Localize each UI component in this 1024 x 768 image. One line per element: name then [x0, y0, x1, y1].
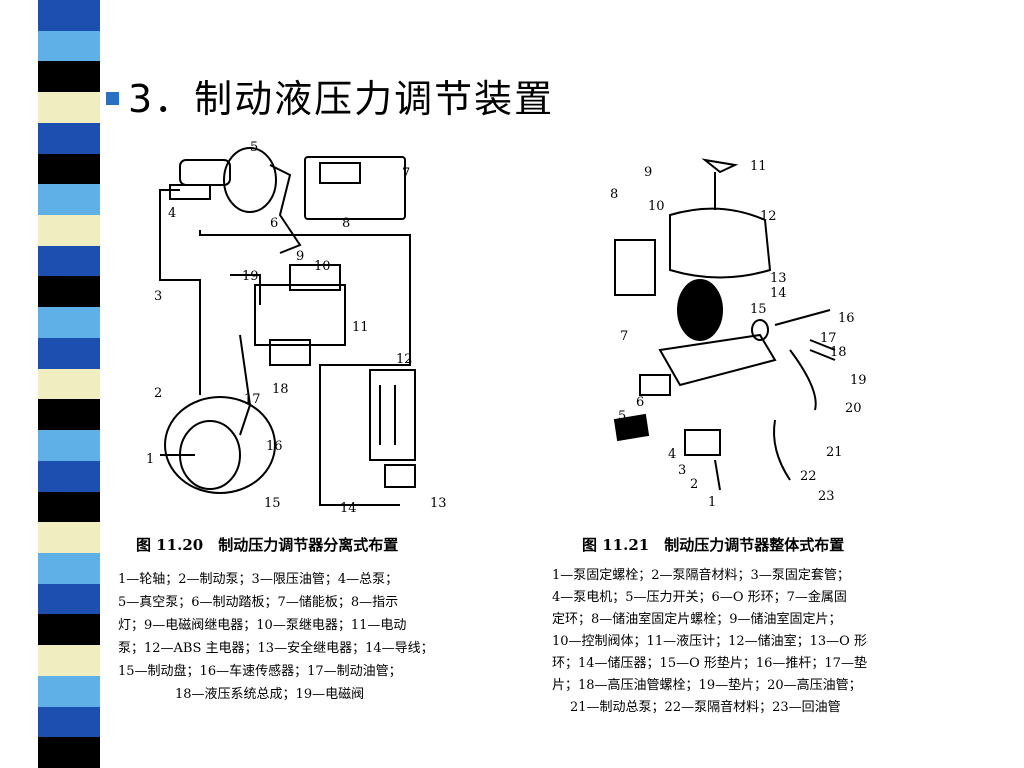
- stripe-segment: [38, 61, 100, 93]
- callout-label: 17: [244, 392, 261, 407]
- legend-line: 环；14—储压器；15—O 形垫片；16—推杆；17—垫: [552, 656, 867, 671]
- figure-caption-right: 图 11.21 制动压力调节器整体式布置: [582, 536, 845, 554]
- stripe-segment: [38, 276, 100, 308]
- callout-label: 4: [168, 206, 176, 221]
- callout-label: 11: [352, 320, 369, 335]
- callout-label: 22: [800, 469, 817, 484]
- bullet-icon: [106, 92, 119, 105]
- callout-label: 14: [340, 501, 357, 515]
- callout-label: 3: [154, 289, 162, 304]
- stripe-segment: [38, 645, 100, 677]
- stripe-segment: [38, 706, 100, 738]
- stripe-segment: [38, 122, 100, 154]
- stripe-segment: [38, 430, 100, 462]
- legend-line: 5—真空泵；6—制动踏板；7—储能板；8—指示: [118, 595, 399, 610]
- figure-caption-left: 图 11.20 制动压力调节器分离式布置: [136, 536, 399, 554]
- legend-line: 4—泵电机；5—压力开关；6—O 形环；7—金属固: [552, 590, 847, 605]
- legend-line: 21—制动总泵；22—泵隔音材料；23—回油管: [570, 700, 841, 715]
- callout-label: 6: [270, 216, 278, 231]
- legend-line: 18—液压系统总成；19—电磁阀: [175, 687, 365, 702]
- callout-label: 12: [760, 209, 777, 224]
- callout-label: 16: [838, 311, 855, 326]
- figure-panel: 5 7 4 6 8 9 10 19 3 11 12 18 2 17 16 1 1…: [100, 130, 1024, 724]
- brake-split-layout-diagram: 5 7 4 6 8 9 10 19 3 11 12 18 2 17 16 1 1…: [146, 140, 447, 515]
- callout-label: 18: [830, 345, 847, 360]
- stripe-segment: [38, 460, 100, 492]
- callout-label: 1: [708, 495, 716, 510]
- legend-line: 灯；9—电磁阀继电器；10—泵继电器；11—电动: [118, 618, 407, 633]
- stripe-segment: [38, 399, 100, 431]
- stripe-segment: [38, 552, 100, 584]
- callout-label: 8: [342, 216, 350, 231]
- decorative-stripe: [38, 0, 100, 768]
- callout-label: 14: [770, 286, 787, 301]
- callout-label: 10: [648, 199, 665, 214]
- callout-label: 5: [618, 409, 626, 424]
- callout-label: 12: [396, 352, 413, 367]
- callout-label: 9: [644, 165, 652, 180]
- callout-label: 19: [242, 269, 259, 284]
- legend-line: 10—控制阀体；11—液压计；12—储油室；13—O 形: [552, 634, 867, 649]
- stripe-segment: [38, 522, 100, 554]
- legend-line: 片；18—高压油管螺栓；19—垫片；20—高压油管；: [552, 678, 862, 693]
- callout-label: 11: [750, 159, 767, 174]
- callout-label: 13: [430, 496, 447, 511]
- slide-title: 3．制动液压力调节装置: [128, 77, 555, 121]
- stripe-segment: [38, 583, 100, 615]
- callout-label: 21: [826, 445, 843, 460]
- stripe-segment: [38, 614, 100, 646]
- callout-label: 5: [250, 140, 258, 155]
- stripe-segment: [38, 92, 100, 124]
- callout-label: 2: [690, 477, 698, 492]
- callout-label: 3: [678, 463, 686, 478]
- callout-label: 20: [845, 401, 862, 416]
- callout-label: 19: [850, 373, 867, 388]
- legend-line: 定环；8—储油室固定片螺栓；9—储油室固定片；: [552, 612, 842, 627]
- callout-label: 17: [820, 331, 837, 346]
- callout-label: 8: [610, 187, 618, 202]
- stripe-segment: [38, 337, 100, 369]
- legend-line: 泵；12—ABS 主电器；13—安全继电器；14—导线；: [118, 641, 434, 656]
- callout-label: 13: [770, 271, 787, 286]
- callout-label: 18: [272, 382, 289, 397]
- callout-label: 16: [266, 439, 283, 454]
- callout-label: 15: [750, 302, 767, 317]
- stripe-segment: [38, 30, 100, 62]
- callout-label: 9: [296, 249, 304, 264]
- brake-integrated-layout-diagram: 9 11 8 10 12 13 14 15 16 7 17 18 19 6 20…: [610, 158, 867, 510]
- stripe-segment: [38, 737, 100, 768]
- stripe-segment: [38, 184, 100, 216]
- callout-label: 15: [264, 496, 281, 511]
- stripe-segment: [38, 245, 100, 277]
- callout-label: 6: [636, 395, 644, 410]
- callout-label: 2: [154, 386, 162, 401]
- stripe-segment: [38, 491, 100, 523]
- callout-label: 23: [818, 489, 835, 504]
- callout-label: 7: [402, 166, 410, 181]
- legend-line: 1—泵固定螺栓；2—泵隔音材料；3—泵固定套管；: [552, 568, 850, 583]
- stripe-segment: [38, 307, 100, 339]
- legend-line: 1—轮轴；2—制动泵；3—限压油管；4—总泵；: [118, 572, 399, 587]
- stripe-segment: [38, 153, 100, 185]
- callout-label: 10: [314, 259, 331, 274]
- callout-label: 4: [668, 447, 676, 462]
- stripe-segment: [38, 215, 100, 247]
- legend-line: 15—制动盘；16—车速传感器；17—制动油管；: [118, 664, 402, 679]
- stripe-segment: [38, 675, 100, 707]
- stripe-segment: [38, 368, 100, 400]
- callout-label: 7: [620, 329, 628, 344]
- callout-label: 1: [146, 452, 154, 467]
- stripe-segment: [38, 0, 100, 31]
